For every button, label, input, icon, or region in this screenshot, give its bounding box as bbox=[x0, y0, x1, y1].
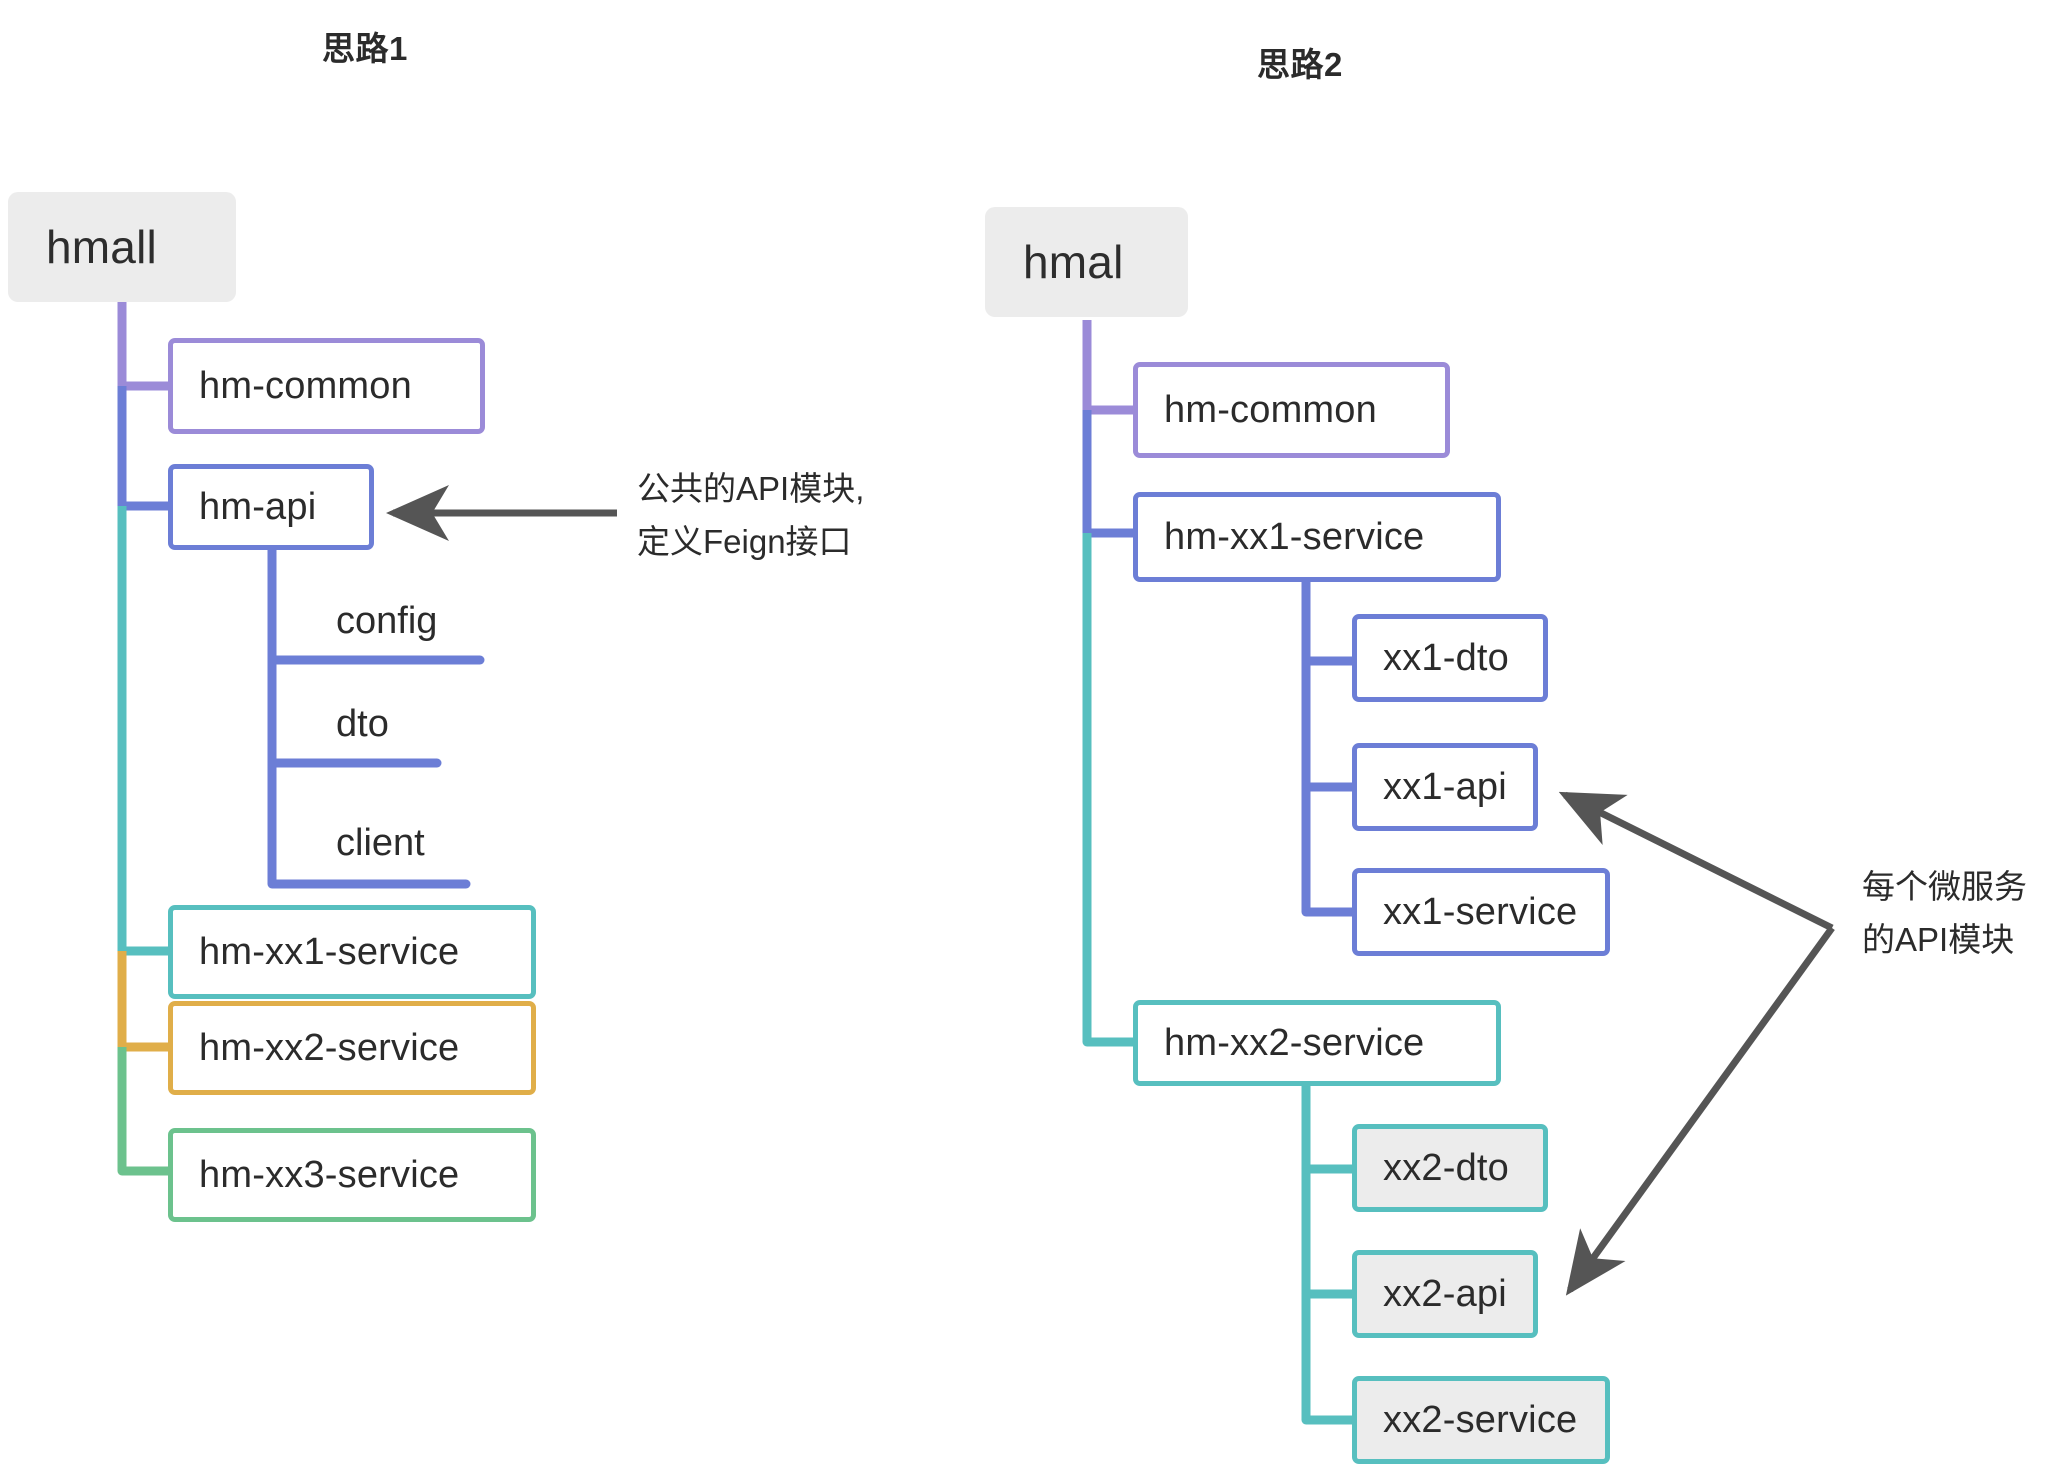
node-dto[interactable]: dto bbox=[336, 703, 389, 745]
node-hmal-root[interactable]: hmal bbox=[985, 207, 1188, 317]
node-xx2-service[interactable]: xx2-service bbox=[1352, 1376, 1610, 1464]
arrow-annotation-2-lower bbox=[1565, 925, 1835, 1296]
node-hm-api[interactable]: hm-api bbox=[168, 464, 374, 550]
annotation-per-microservice-api-module: 每个微服务 的API模块 bbox=[1862, 868, 2027, 959]
node-xx1-service[interactable]: xx1-service bbox=[1352, 868, 1610, 956]
node-hm-xx3-service-p1[interactable]: hm-xx3-service bbox=[168, 1128, 536, 1222]
node-xx2-api[interactable]: xx2-api bbox=[1352, 1250, 1538, 1338]
node-hmall-root[interactable]: hmall bbox=[8, 192, 236, 302]
node-hm-xx2-service-p1[interactable]: hm-xx2-service bbox=[168, 1001, 536, 1095]
node-client[interactable]: client bbox=[336, 822, 425, 864]
node-xx1-dto[interactable]: xx1-dto bbox=[1352, 614, 1548, 702]
node-xx1-api[interactable]: xx1-api bbox=[1352, 743, 1538, 831]
panel-title-idea1: 思路1 bbox=[322, 30, 408, 67]
annotation-public-api-module: 公共的API模块, 定义Feign接口 bbox=[637, 470, 865, 561]
panel-title-idea2: 思路2 bbox=[1257, 46, 1343, 83]
node-config[interactable]: config bbox=[336, 600, 438, 642]
node-hm-common-p2[interactable]: hm-common bbox=[1133, 362, 1450, 458]
node-hm-xx1-service-p1[interactable]: hm-xx1-service bbox=[168, 905, 536, 999]
node-hm-xx1-service-p2[interactable]: hm-xx1-service bbox=[1133, 492, 1501, 582]
node-hm-xx2-service-p2[interactable]: hm-xx2-service bbox=[1133, 1000, 1501, 1086]
node-hm-common-p1[interactable]: hm-common bbox=[168, 338, 485, 434]
node-xx2-dto[interactable]: xx2-dto bbox=[1352, 1124, 1548, 1212]
